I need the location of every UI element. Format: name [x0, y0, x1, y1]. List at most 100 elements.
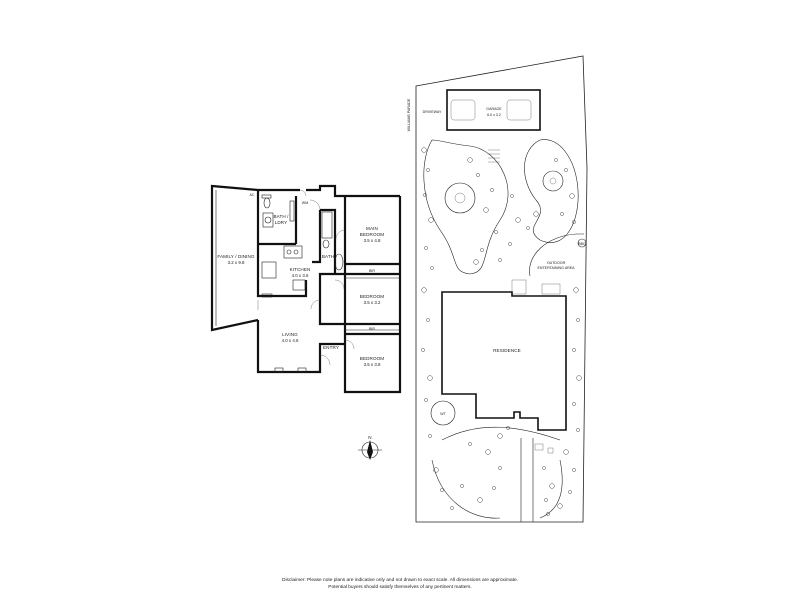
bath-ldry-label-1: BATH /: [273, 214, 289, 219]
shrub-icon: [573, 287, 579, 293]
front-path-left: [441, 426, 561, 441]
disclaimer-line-2: Potential buyers should satisfy themselv…: [328, 585, 472, 590]
shrub-icon: [546, 512, 550, 516]
cooktop-burner-icon: [286, 249, 292, 255]
tree-icon: [542, 170, 564, 192]
door-swing: [319, 354, 331, 366]
door-swing: [299, 189, 307, 197]
deck-steps: [511, 279, 527, 295]
bbq-label: BBQ: [578, 242, 586, 246]
shrub-icon: [557, 503, 563, 509]
shrub-icon: [572, 402, 576, 406]
street-label: WILLIAMS PARADE: [407, 98, 411, 131]
shrub-icon: [572, 468, 576, 472]
shrub-icon: [564, 168, 568, 172]
hall-walls: [318, 208, 347, 344]
shrub-icon: [542, 466, 546, 470]
door-swing: [334, 279, 345, 290]
shrub-icon: [544, 498, 548, 502]
shrub-icon: [526, 226, 530, 230]
kitchen-walls: [256, 210, 322, 298]
water-tank-icon: [430, 400, 456, 426]
shrub-icon: [424, 398, 428, 402]
bath-label: BATH: [322, 254, 334, 259]
sink-icon: [292, 279, 306, 291]
residence-label: RESIDENCE: [493, 348, 521, 353]
shrub-icon: [572, 220, 576, 224]
driveway-label: DRIVEWAY: [423, 110, 442, 114]
shrub-icon: [426, 168, 430, 172]
kitchen-label: KITCHEN: [290, 267, 311, 272]
disclaimer-line-1: Disclaimer: Please note plans are indica…: [282, 578, 518, 583]
site-boundary: [415, 55, 588, 523]
front-garden-curve-right: [539, 459, 563, 519]
kitchen-island: [261, 261, 277, 279]
door-swing: [344, 339, 355, 350]
shrub-icon: [498, 466, 502, 470]
basin-icon: [264, 216, 272, 224]
bbq-icon: [577, 238, 587, 248]
right-wall: [343, 196, 402, 394]
bedroom-2-dim: 3.5 x 3.2: [364, 300, 381, 305]
tree-icon: [454, 192, 466, 204]
shrub-icon: [421, 147, 427, 153]
shrub-icon: [568, 490, 572, 494]
cistern-icon: [261, 194, 272, 199]
letterbox-icon: [534, 443, 544, 451]
toilet-icon: [322, 239, 330, 249]
shrub-icon: [515, 217, 521, 223]
fireplace-icon: [274, 367, 284, 373]
shrub-icon: [508, 242, 512, 246]
main-bedroom-label-2: BEDROOM: [360, 232, 385, 237]
bedroom-2-walls: [345, 272, 400, 336]
garden-steps: [488, 149, 500, 163]
shrub-icon: [560, 212, 564, 216]
shrub-icon: [554, 158, 558, 162]
shrub-icon: [476, 173, 480, 177]
shrub-icon: [563, 449, 569, 455]
kitchen-bench: [283, 245, 303, 259]
shrub-icon: [576, 375, 582, 381]
door-swing: [335, 229, 346, 240]
shrub-icon: [506, 426, 510, 430]
north-compass: N: [358, 435, 382, 460]
bath-ldry-label-2: LDRY: [275, 220, 288, 225]
bathtub-icon: [334, 253, 344, 271]
shrub-icon: [485, 449, 491, 455]
garage-dim: 6.0 x 3.2: [487, 113, 501, 117]
living-label: LIVING: [282, 332, 298, 337]
shrub-icon: [494, 230, 498, 234]
bedroom-3-dim: 3.5 x 3.8: [364, 362, 381, 367]
wm-label: WM: [302, 201, 308, 205]
bedroom-2-label: BEDROOM: [360, 294, 385, 299]
shrub-icon: [460, 484, 464, 488]
north-label: N: [368, 435, 371, 440]
garden-bed-left: [423, 139, 509, 275]
shrub-icon: [483, 207, 489, 213]
car-icon: [450, 99, 476, 121]
entry-label: ENTRY: [323, 345, 339, 350]
shrub-icon: [480, 248, 484, 252]
shrub-icon: [549, 483, 555, 489]
bedroom-3-label: BEDROOM: [360, 356, 385, 361]
shrub-icon: [498, 258, 502, 262]
shrub-icon: [428, 217, 434, 223]
top-wall: [258, 184, 400, 198]
residence-footprint: [441, 291, 567, 431]
bath-ldry-walls: [256, 190, 298, 258]
water-tank-label: WT: [440, 412, 446, 416]
tree-icon: [549, 177, 557, 185]
heater-icon: [297, 367, 307, 373]
shrub-icon: [421, 348, 425, 352]
toilet-icon: [263, 197, 271, 209]
tree-icon: [444, 182, 476, 214]
main-bedroom-label-1: MAIN: [366, 226, 378, 231]
kitchen-step: [261, 293, 273, 298]
living-dim: 4.0 x 4.6: [282, 338, 299, 343]
shrub-icon: [426, 318, 430, 322]
main-bedroom-dim: 3.5 x 4.8: [364, 238, 381, 243]
laundry-tub: [262, 212, 274, 228]
shrub-icon: [468, 442, 472, 446]
front-garden-curve: [431, 459, 501, 519]
